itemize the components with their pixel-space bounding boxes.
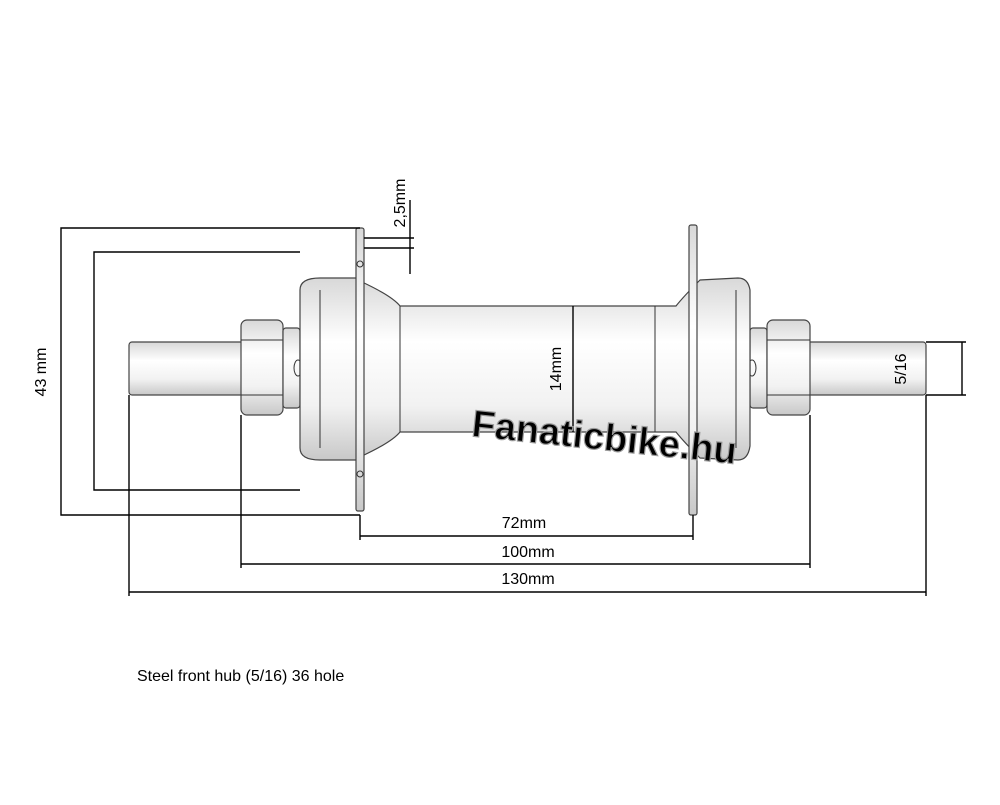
hub-shell (299, 277, 751, 461)
shell-diameter-label: 14mm (548, 347, 565, 391)
left-flange (355, 227, 365, 512)
flange-spacing-label: 72mm (502, 515, 546, 532)
left-cone (282, 327, 301, 409)
right-locknut (766, 319, 811, 416)
locknut-width-label: 100mm (501, 544, 554, 561)
axle-length-label: 130mm (501, 571, 554, 588)
dimension-lines (60, 200, 966, 596)
axle-diameter-label: 5/16 (893, 353, 910, 384)
right-cone (749, 327, 768, 409)
hub-body (128, 224, 927, 516)
flange-thickness-label: 2,5mm (392, 179, 409, 228)
flange-diameter-label: 43 mm (33, 348, 50, 397)
caption: Steel front hub (5/16) 36 hole (137, 668, 345, 685)
right-flange (688, 224, 698, 516)
left-locknut (240, 319, 284, 416)
